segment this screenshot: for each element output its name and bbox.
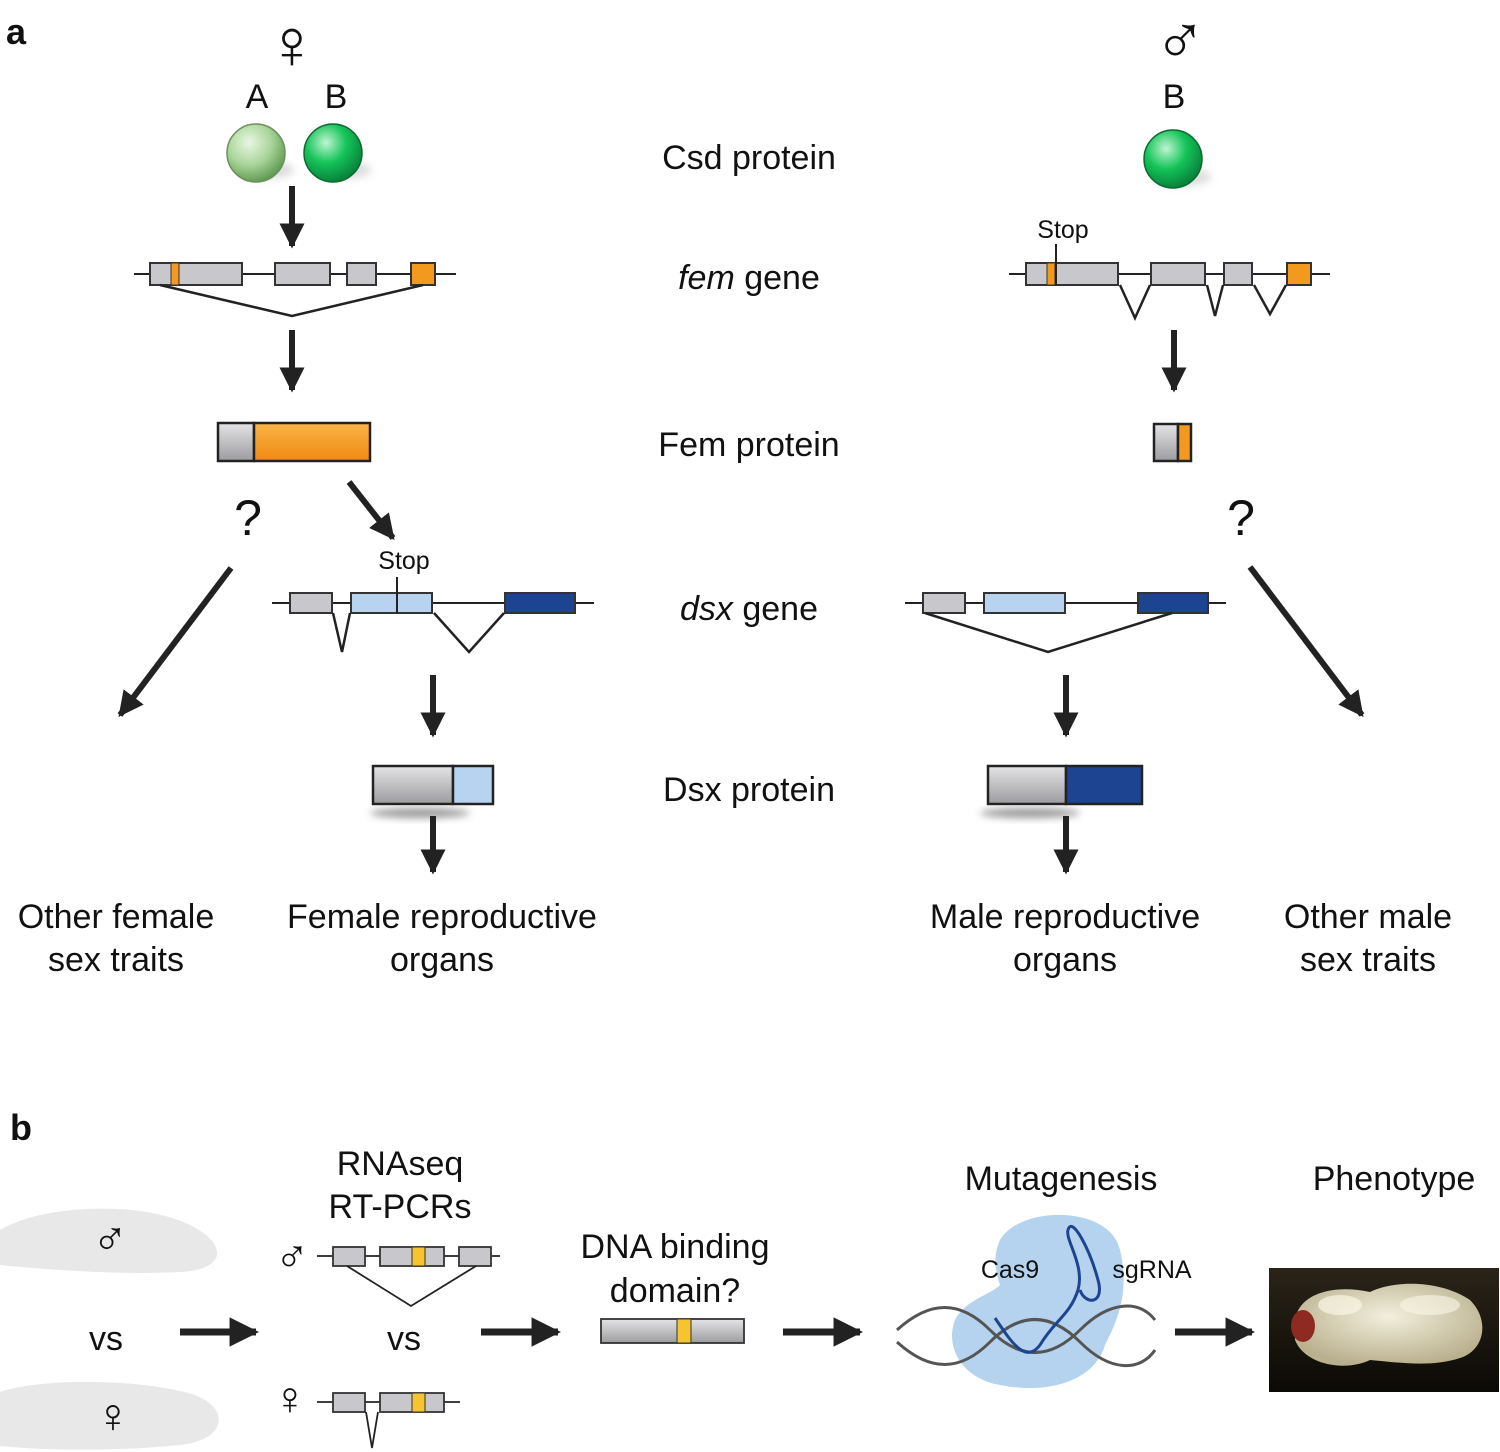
dsx-protein-female (370, 764, 495, 818)
fem-gene-label: fem gene (678, 259, 820, 297)
dsx-gene-italic: dsx (680, 590, 734, 628)
arrow-to-other-female-traits (117, 566, 234, 718)
fem-protein-label: Fem protein (658, 426, 839, 464)
dna-binding-domain-protein (600, 1318, 745, 1344)
panel-a-letter: a (6, 11, 27, 52)
allele-b-female-label: B (325, 78, 348, 116)
csd-protein-label: Csd protein (662, 139, 836, 177)
fem-gene-male (1009, 244, 1330, 322)
female-symbol-gene: ♀ (273, 1372, 308, 1424)
csd-protein-female (226, 123, 371, 183)
sgrna-label: sgRNA (1112, 1256, 1192, 1284)
female-symbol: ♀ (266, 5, 319, 83)
dsx-protein-male (980, 764, 1144, 818)
male-symbol-b: ♂ (92, 1213, 128, 1266)
cas9-blob (952, 1214, 1124, 1389)
dsx-gene-female-b (317, 1392, 460, 1449)
dsx-gene-female (272, 577, 594, 654)
dna-binding-line2: domain? (610, 1272, 740, 1310)
fem-protein-male (1152, 422, 1193, 463)
male-organs-line1: Male reproductive (930, 898, 1200, 936)
male-larva-silhouette (0, 1208, 218, 1273)
dsx-gene-label: dsx gene (680, 590, 818, 628)
female-symbol-b: ♀ (95, 1390, 131, 1443)
fem-protein-female (216, 421, 372, 463)
fem-gene-italic: fem (678, 259, 735, 297)
male-organs-line2: organs (1013, 941, 1117, 979)
dna-strand-2 (895, 1318, 1157, 1367)
dsx-gene-male-b (317, 1246, 500, 1308)
other-female-traits-line1: Other female (18, 898, 215, 936)
dsx-gene-rest: gene (733, 590, 818, 628)
female-larva-silhouette (0, 1381, 219, 1450)
question-female: ? (234, 490, 262, 546)
sgrna-strand (993, 1225, 1101, 1354)
stop-label-fem-male: Stop (1037, 216, 1088, 244)
male-symbol-gene: ♂ (275, 1230, 310, 1282)
allele-b-male-label: B (1163, 78, 1186, 116)
arrow-to-other-male-traits (1247, 565, 1365, 718)
female-organs-line1: Female reproductive (287, 898, 597, 936)
stop-label-dsx-female: Stop (378, 547, 429, 575)
rnaseq-label: RNAseq (337, 1145, 464, 1183)
dsx-gene-male (905, 592, 1226, 654)
dsx-protein-label: Dsx protein (663, 771, 835, 809)
male-symbol: ♂ (1154, 1, 1207, 79)
csd-allele-a-ball (226, 123, 286, 183)
cas9-label: Cas9 (981, 1256, 1039, 1284)
fem-gene-female (134, 262, 456, 318)
csd-protein-male (1143, 129, 1211, 189)
vs-label-1: vs (89, 1320, 123, 1358)
arrow-fem-to-dsx-female (346, 480, 396, 540)
rtpcr-label: RT-PCRs (329, 1188, 472, 1226)
question-male: ? (1227, 490, 1255, 546)
phenotype-label: Phenotype (1313, 1160, 1476, 1198)
fem-gene-rest: gene (735, 259, 820, 297)
phenotype-image (1269, 1268, 1499, 1392)
other-male-traits-line1: Other male (1284, 898, 1452, 936)
mutagenesis-label: Mutagenesis (965, 1160, 1158, 1198)
csd-allele-b-ball (303, 123, 363, 183)
other-female-traits-line2: sex traits (48, 941, 184, 979)
other-male-traits-line2: sex traits (1300, 941, 1436, 979)
dna-binding-line1: DNA binding (580, 1228, 769, 1266)
panel-b-letter: b (10, 1107, 32, 1148)
vs-label-2: vs (387, 1320, 421, 1358)
allele-a-label: A (246, 78, 269, 116)
female-organs-line2: organs (390, 941, 494, 979)
csd-male-ball (1143, 129, 1203, 189)
